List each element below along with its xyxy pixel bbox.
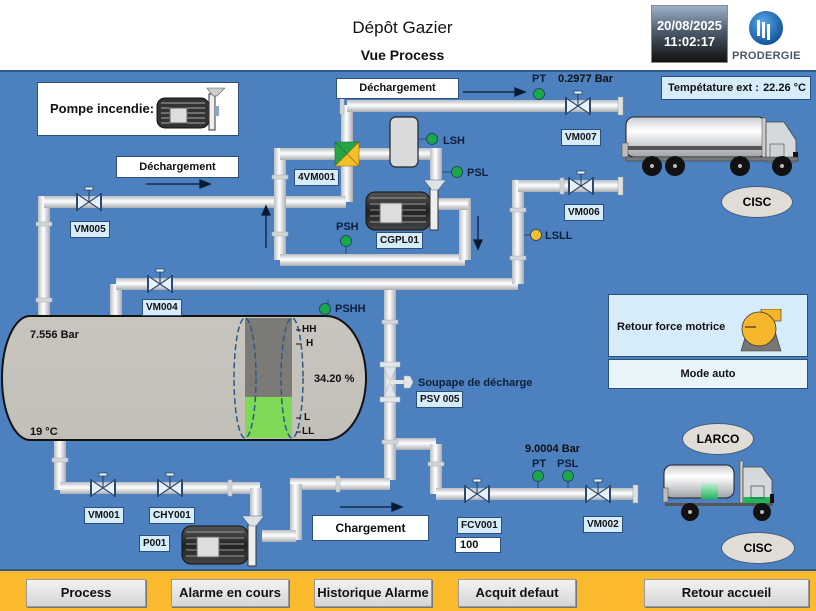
blower-icon	[740, 309, 782, 352]
fire-pump-panel: Pompe incendie:	[37, 82, 239, 136]
sensors	[319, 88, 574, 489]
nav-button-process[interactable]: Process	[26, 579, 146, 607]
psv-icon[interactable]	[379, 361, 414, 403]
clock-time: 11:02:17	[663, 34, 716, 49]
pt-top-label: PT	[532, 73, 547, 85]
pt-bottom-label: PT	[532, 458, 547, 470]
app-title: Dépôt Gazier	[352, 18, 453, 37]
tank-vapor-space	[245, 318, 292, 397]
valves	[76, 90, 611, 504]
valve-tag-vm006[interactable]: VM006	[564, 204, 604, 221]
storage-tank	[1, 300, 367, 441]
valve-tag-vm005[interactable]: VM005	[70, 221, 110, 238]
psl-top-label: PSL	[467, 167, 489, 179]
truck-top-icon	[621, 116, 799, 176]
psv-tag[interactable]: PSV 005	[416, 391, 464, 408]
tank-mark-h: H	[306, 338, 314, 349]
separator-vessel	[389, 116, 419, 168]
loading-label: Chargement	[312, 515, 429, 541]
valve-vm006-icon[interactable]	[568, 170, 594, 196]
tank-pressure: 7.556 Bar	[30, 329, 79, 341]
sensor-psl-bottom-icon[interactable]	[562, 470, 574, 489]
tank-mark-hh: HH	[302, 324, 317, 335]
nav-button-acknowledge[interactable]: Acquit defaut	[458, 579, 576, 607]
pshh-label: PSHH	[335, 303, 366, 315]
nav-button-active-alarms[interactable]: Alarme en cours	[171, 579, 289, 607]
psh-label: PSH	[336, 221, 359, 233]
client-button-cisc-bottom[interactable]: CISC	[721, 532, 795, 564]
mode-auto-button[interactable]: Mode auto	[608, 359, 808, 389]
logo-text: PRODERGIE	[732, 50, 801, 62]
clock-date: 20/08/2025	[656, 18, 723, 33]
fcv001-setpoint-input[interactable]: 100	[455, 537, 501, 553]
return-force-panel[interactable]: Retour force motrice	[608, 294, 808, 357]
valve-tag-chy001[interactable]: CHY001	[149, 507, 195, 524]
flow-arrows	[146, 87, 527, 512]
valve-tag-4vm001[interactable]: 4VM001	[294, 169, 340, 186]
tank-level-percent: 34.20 %	[314, 373, 355, 385]
tank-level-gauge	[233, 317, 304, 439]
pt-bottom-value: 9.0004 Bar	[525, 443, 581, 455]
clock: 20/08/2025 11:02:17	[651, 5, 728, 63]
valve-tag-fcv001[interactable]: FCV001	[457, 517, 502, 534]
valve-tag-vm001[interactable]: VM001	[84, 507, 124, 524]
temperature-label: Tempétature ext :	[668, 82, 759, 94]
sensor-lsll-icon[interactable]	[524, 229, 542, 241]
valve-vm005-icon[interactable]	[76, 186, 102, 212]
sensor-psl-top-icon[interactable]	[442, 166, 463, 178]
pump-tag-p001[interactable]: P001	[139, 535, 171, 552]
sensor-pt-bottom-icon[interactable]	[532, 470, 544, 489]
tank-liquid-fill	[245, 396, 292, 438]
sensor-pt-top-icon[interactable]	[533, 88, 545, 101]
valve-tag-vm007[interactable]: VM007	[561, 129, 601, 146]
temperature-panel: Tempétature ext : 22.26 °C	[661, 76, 811, 100]
fire-pump-icon[interactable]	[155, 86, 225, 132]
sensor-lsh-icon[interactable]	[418, 133, 438, 145]
client-button-cisc-top[interactable]: CISC	[721, 186, 793, 218]
sensor-psh-icon[interactable]	[340, 235, 352, 255]
pump-p001-icon[interactable]	[181, 515, 265, 567]
lsll-label: LSLL	[545, 230, 573, 242]
pump-cgpl01-icon[interactable]	[365, 179, 447, 231]
pt-top-value: 0.2977 Bar	[558, 73, 614, 85]
valve-fcv001-icon[interactable]	[464, 478, 490, 504]
valve-tag-vm004[interactable]: VM004	[142, 299, 182, 316]
tank-mark-ll: LL	[302, 426, 315, 437]
psv-label: Soupape de décharge	[418, 377, 533, 389]
view-title: Vue Process	[360, 47, 445, 63]
tank-temperature: 19 °C	[30, 426, 58, 438]
valve-vm002-icon[interactable]	[585, 478, 611, 504]
pump-tag-cgpl01[interactable]: CGPL01	[376, 232, 423, 249]
header: Dépôt Gazier Vue Process 20/08/2025 11:0…	[0, 0, 816, 73]
valve-vm001-icon[interactable]	[90, 472, 116, 498]
nav-button-alarm-history[interactable]: Historique Alarme	[314, 579, 432, 607]
unloading-label-left: Déchargement	[116, 156, 239, 178]
fire-pump-label: Pompe incendie:	[50, 101, 155, 116]
tank-mark-l: L	[304, 412, 311, 423]
client-button-larco[interactable]: LARCO	[682, 423, 754, 455]
nav-button-home[interactable]: Retour accueil	[644, 579, 809, 607]
valve-vm004-icon[interactable]	[147, 268, 173, 294]
psl-bottom-label: PSL	[557, 458, 579, 470]
truck-bottom-icon	[662, 460, 774, 521]
sensor-pshh-icon[interactable]	[319, 303, 331, 317]
valve-vm007-icon[interactable]	[565, 90, 591, 116]
temperature-value: 22.26 °C	[763, 82, 806, 94]
return-force-label: Retour force motrice	[617, 321, 726, 333]
prodergie-logo-icon	[749, 11, 783, 45]
unloading-label-top: Déchargement	[336, 78, 459, 99]
pipes	[35, 96, 639, 542]
four-way-valve-icon[interactable]	[334, 141, 360, 167]
lsh-label: LSH	[443, 135, 465, 147]
footer-nav: Process Alarme en cours Historique Alarm…	[0, 569, 816, 611]
valve-chy001-icon[interactable]	[157, 472, 183, 498]
valve-tag-vm002[interactable]: VM002	[583, 516, 623, 533]
